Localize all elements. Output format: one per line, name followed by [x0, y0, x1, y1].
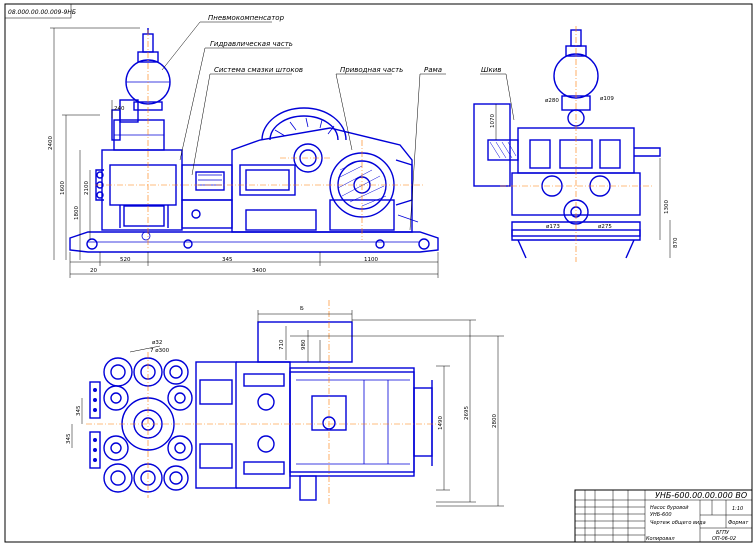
dim-20: 20: [90, 268, 97, 274]
dim-1100: 1100: [364, 257, 378, 263]
title-copy: Копировал: [646, 536, 675, 542]
label-lube: Система смазки штоков: [214, 66, 303, 74]
dim-h2400: 2400: [48, 136, 54, 150]
dim-end-b: ø109: [600, 96, 614, 102]
side-dims: 2400 1600 1800 2100 240 20 520 345 3400 …: [48, 27, 439, 278]
title-name3: Чертеж общего вида: [650, 520, 706, 526]
end-body: [511, 127, 661, 259]
title-code: УНБ-600.00.00.000 ВО: [655, 491, 747, 500]
dim-end-h4: 870: [673, 237, 679, 248]
dim-plan-v1: 710: [279, 339, 285, 350]
dim-plan-v3: 1490: [438, 416, 444, 430]
plan-cylinders: [89, 357, 193, 493]
plan-view: Б 710 980 1490 2695 2800 ø32 7 ø300 345: [66, 300, 504, 507]
dim-end-h1: 1070: [490, 114, 496, 128]
dim-plan-v4: 2695: [464, 406, 470, 420]
label-pulley: Шкив: [481, 66, 501, 74]
dim-345: 345: [222, 257, 233, 263]
side-labels: Пневмокомпенсатор Гидравлическая часть С…: [161, 14, 446, 231]
label-pneumo: Пневмокомпенсатор: [208, 14, 285, 22]
label-frame: Рама: [424, 66, 442, 74]
dim-plan-left2: 345: [66, 433, 72, 444]
sheet-frame: [4, 3, 753, 543]
side-view: Пневмокомпенсатор Гидравлическая часть С…: [48, 14, 446, 278]
dim-1800: 1800: [74, 206, 80, 220]
title-name2: УНБ-600: [650, 512, 672, 518]
title-name1: Насос буровой: [650, 505, 689, 511]
dim-3400: 3400: [252, 268, 266, 274]
dim-plan-left1: 345: [76, 405, 82, 416]
dim-plan-ring1: ø32: [152, 340, 162, 346]
stamp-code: 08.000.00.00.009-9НБ: [8, 9, 76, 16]
title-sheet: 1:10: [732, 506, 743, 512]
dim-520: 520: [120, 257, 131, 263]
title-format: Формат: [728, 520, 749, 526]
dim-end-d: ø275: [598, 224, 612, 230]
stamp-box: 08.000.00.00.009-9НБ: [4, 3, 76, 19]
side-lube: [181, 164, 233, 229]
title-org2: ОП-06-02: [712, 536, 736, 542]
dim-2100: 2100: [84, 181, 90, 195]
side-drive: [231, 107, 419, 233]
dim-end-c: ø173: [546, 224, 560, 230]
dim-plan-top: Б: [300, 306, 304, 312]
title-org1: БГПУ: [716, 530, 730, 536]
dim-h1600: 1600: [60, 181, 66, 195]
dim-end-a: ø280: [545, 98, 559, 104]
end-view: Шкив ø280: [473, 26, 679, 262]
dim-plan-v5: 2800: [492, 414, 498, 428]
plan-dims: Б 710 980 1490 2695 2800 ø32 7 ø300 345: [66, 306, 504, 507]
dim-240: 240: [114, 106, 125, 112]
label-hydro: Гидравлическая часть: [210, 40, 293, 48]
label-drive: Приводная часть: [340, 66, 403, 74]
dim-end-h2: 1300: [664, 200, 670, 214]
side-frame: [69, 231, 439, 253]
title-block: УНБ-600.00.00.000 ВО Насос буровой УНБ-6…: [574, 489, 753, 543]
side-hydraulic-end: [95, 99, 183, 231]
dim-plan-ring2: 7 ø300: [150, 348, 170, 354]
end-dims: ø280 ø109 ø173 ø275 1070 1300 870: [490, 96, 679, 258]
plan-frame: [195, 361, 291, 489]
dim-plan-v2: 980: [301, 339, 307, 350]
